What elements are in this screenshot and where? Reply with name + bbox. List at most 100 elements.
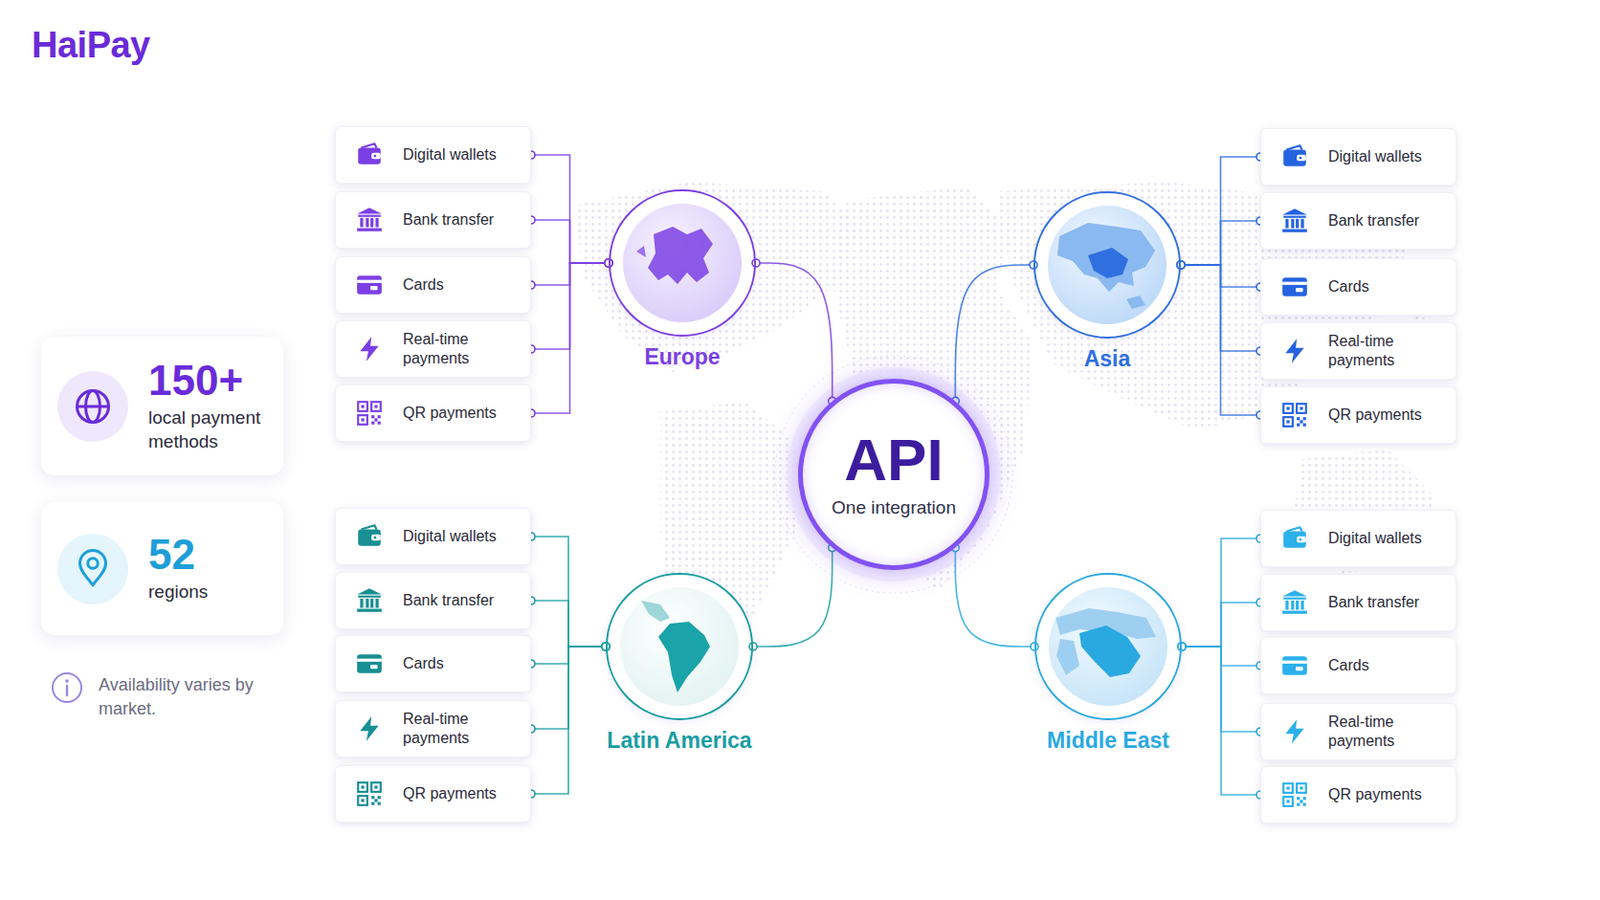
method-label: QR payments [1328,785,1423,805]
method-label: Real-time payments [402,710,520,749]
connector-line [531,600,606,647]
connector-line [1180,221,1261,266]
payment-method-box: Cards [334,256,532,314]
payment-method-box: Cards [1260,637,1457,695]
qr-icon [355,779,384,809]
qr-icon [1280,400,1310,430]
api-hub-circle: APIOne integration [798,378,990,571]
region-heading: Middle East [1046,728,1170,755]
connector-line [955,265,1034,401]
connector-line [1181,538,1261,647]
connector-line [755,263,833,401]
region-circle: Europe [608,189,756,337]
region-heading: Asia [1084,346,1132,373]
card-icon [355,649,384,679]
method-label: Cards [1328,656,1370,676]
pin-icon [56,533,130,606]
connector-dot [1177,261,1185,269]
payment-method-box: QR payments [1260,766,1457,824]
payment-method-box: Bank transfer [1260,574,1457,632]
method-label: Real-time payments [1328,712,1445,752]
card-icon [355,270,384,300]
payment-method-box: Real-time payments [334,320,532,378]
connector-dot [752,259,760,267]
payment-method-box: Real-time payments [1260,322,1457,380]
method-label: Digital wallets [402,527,497,547]
payment-method-box: Cards [1260,258,1457,316]
api-glow-rings [775,355,1013,594]
method-label: Digital wallets [1328,529,1423,549]
payment-method-box: Digital wallets [334,126,532,184]
payment-method-box: Digital wallets [1260,510,1457,568]
method-label: Digital wallets [402,145,497,165]
card-icon [1280,272,1310,302]
stat-caption: local payment methods [148,406,278,454]
method-label: Cards [402,654,445,674]
availability-note: Availability varies by market. [98,673,262,722]
connector-line [1181,602,1261,647]
method-label: QR payments [1328,405,1423,425]
api-subtitle: One integration [831,497,956,519]
connector-dot [1177,261,1185,269]
card-icon [1280,651,1310,681]
bolt-icon [1280,336,1310,366]
bank-icon [1280,206,1310,236]
region-circle: Middle East [1034,573,1182,721]
region-heading: Europe [644,344,720,371]
method-label: Real-time payments [1328,332,1445,371]
connector-dot [1177,643,1186,651]
connector-line [531,220,609,264]
connector-line [1180,156,1261,266]
region-circle: Asia [1033,191,1181,339]
wallet-icon [355,522,384,552]
qr-icon [355,399,384,428]
method-label: Cards [1328,277,1370,297]
payment-method-box: Real-time payments [1260,703,1457,761]
connector-dot [1177,643,1186,651]
method-label: Bank transfer [1328,211,1420,231]
connector-dot [1177,643,1186,651]
method-label: Bank transfer [1328,593,1420,613]
method-label: QR payments [402,403,497,423]
connector-dot [1177,261,1185,269]
method-label: Cards [402,275,445,295]
connector-line [1180,265,1261,416]
bolt-icon [355,714,384,744]
method-label: Digital wallets [1328,147,1423,167]
wallet-icon [355,140,384,170]
wallet-icon [1280,524,1310,554]
connector-dot [1177,261,1185,269]
stat-card: 150+local payment methods [41,336,284,476]
connector-line [1181,646,1261,796]
payment-method-box: QR payments [334,384,532,443]
bolt-icon [1280,717,1310,747]
asia-globe [1034,192,1180,338]
stat-card: 52regions [41,502,284,636]
method-label: Real-time payments [402,330,520,369]
connector-line [531,155,609,264]
method-label: Bank transfer [402,210,494,230]
connector-dot [749,643,757,651]
connector-line [531,263,609,414]
stat-number: 52 [148,533,284,578]
payment-method-box: Digital wallets [1260,128,1457,186]
bank-icon [355,205,384,235]
qr-icon [1280,780,1310,810]
region-heading: Latin America [606,728,752,755]
connector-line [531,646,606,795]
payment-method-box: Digital wallets [334,508,532,566]
payment-method-box: Bank transfer [334,191,532,249]
info-icon [52,673,82,703]
connector-line [955,548,1035,647]
globe-icon [56,370,130,444]
connector-line [531,536,606,647]
bank-icon [355,586,384,616]
payment-method-box: Cards [334,635,532,693]
bank-icon [1280,588,1310,618]
connector-dot [1177,261,1185,269]
stat-number: 150+ [148,358,284,403]
stat-caption: regions [148,580,278,605]
payment-method-box: Bank transfer [1260,192,1457,250]
latin-america-globe [606,574,753,720]
bolt-icon [355,334,384,364]
